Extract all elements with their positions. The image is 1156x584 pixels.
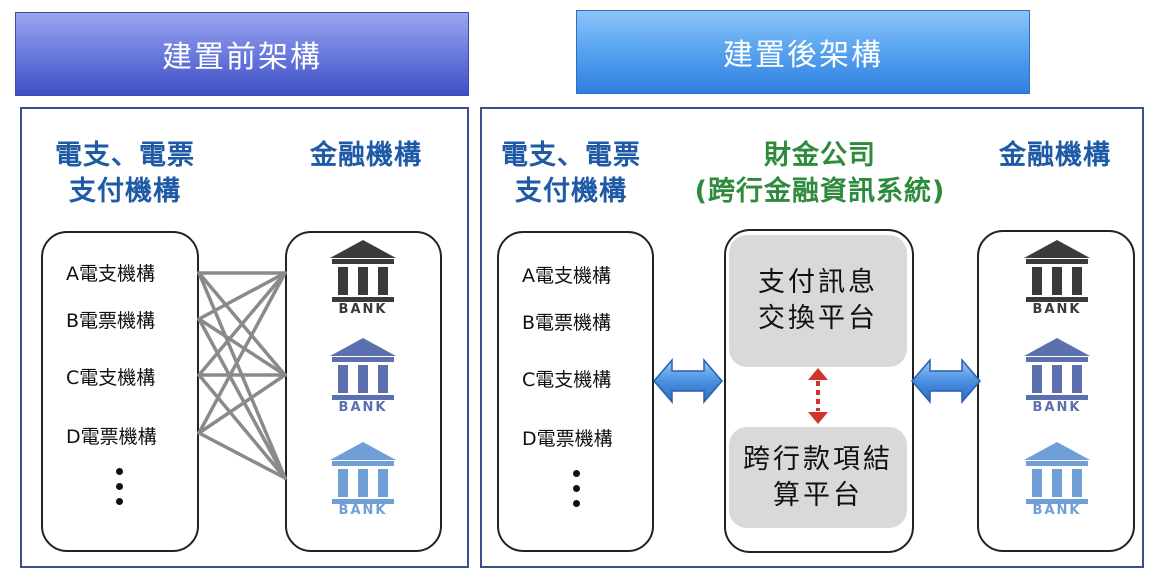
bank-icon [1022,440,1092,524]
header-after: 建置後架構 [576,10,1030,94]
bank-label: BANK [1032,302,1082,317]
payment-message-exchange-platform: 支付訊息 交換平台 [729,235,907,367]
before-payment-title-line1: 電支、電票 [55,140,195,171]
after-payment-title: 電支、電票 支付機構 [485,138,657,210]
platform2-line2: 算平台 [773,479,863,511]
bank-label: BANK [1032,503,1082,518]
bank-label: BANK [338,400,388,415]
after-institution-d: D電票機構 [522,428,613,450]
interbank-settlement-platform: 跨行款項結 算平台 [729,427,907,528]
before-institution-c: C電支機構 [66,367,156,389]
bank-icon [328,440,398,524]
bank-label: BANK [338,503,388,518]
header-before: 建置前架構 [15,12,469,96]
after-fisc-title-line1: 財金公司 [764,140,876,171]
before-bank-title: 金融機構 [310,140,422,171]
after-payment-title-line1: 電支、電票 [501,140,641,171]
bidirectional-arrow-icon [653,357,723,405]
before-institution-a: A電支機構 [66,263,155,285]
platform1-line2: 交換平台 [758,303,878,334]
after-payment-box [497,231,654,552]
bank-icon [1022,336,1092,420]
after-institution-a: A電支機構 [522,265,611,287]
after-fisc-title: 財金公司 (跨行金融資訊系統) [675,138,965,210]
after-ellipsis-icon [573,470,580,515]
before-payment-title-line2: 支付機構 [69,176,181,207]
after-bank-title: 金融機構 [999,140,1111,171]
bank-icon [328,238,398,322]
before-institution-d: D電票機構 [66,426,157,448]
bank-icon [328,336,398,420]
vertical-dashed-arrow-icon [808,368,828,424]
bidirectional-arrow-icon [911,357,981,405]
before-payment-box [41,231,199,552]
before-payment-title: 電支、電票 支付機構 [40,138,210,210]
platform2-line1: 跨行款項結 [743,443,893,475]
after-institution-c: C電支機構 [522,369,612,391]
after-payment-title-line2: 支付機構 [515,176,627,207]
platform1-line1: 支付訊息 [758,267,878,298]
bank-label: BANK [338,302,388,317]
bank-icon [1022,238,1092,322]
before-institution-b: B電票機構 [66,310,156,332]
after-institution-b: B電票機構 [522,312,612,334]
before-ellipsis-icon [116,468,123,513]
after-fisc-title-line2: (跨行金融資訊系統) [694,176,946,207]
bank-label: BANK [1032,400,1082,415]
